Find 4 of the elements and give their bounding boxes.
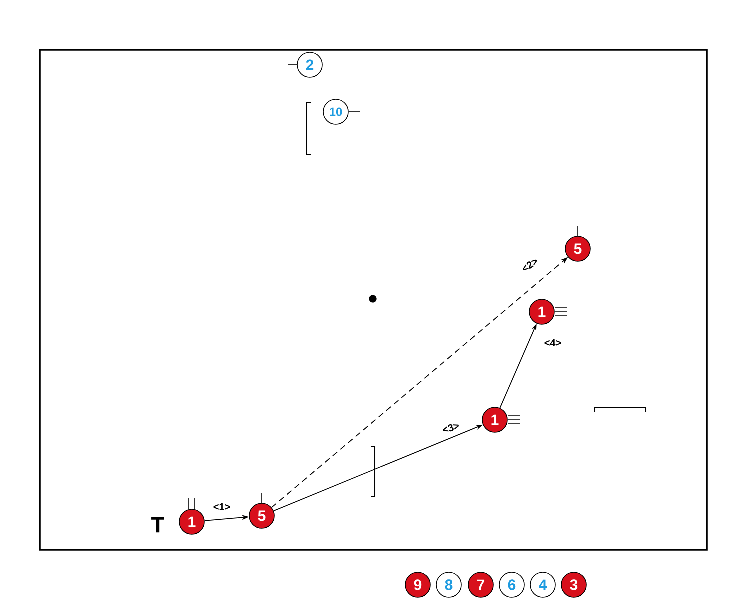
edge-label: <4> (543, 338, 563, 348)
edge-label: <1> (212, 502, 232, 512)
edge-label: <2> (520, 256, 540, 274)
edge-label: <3> (440, 420, 462, 436)
